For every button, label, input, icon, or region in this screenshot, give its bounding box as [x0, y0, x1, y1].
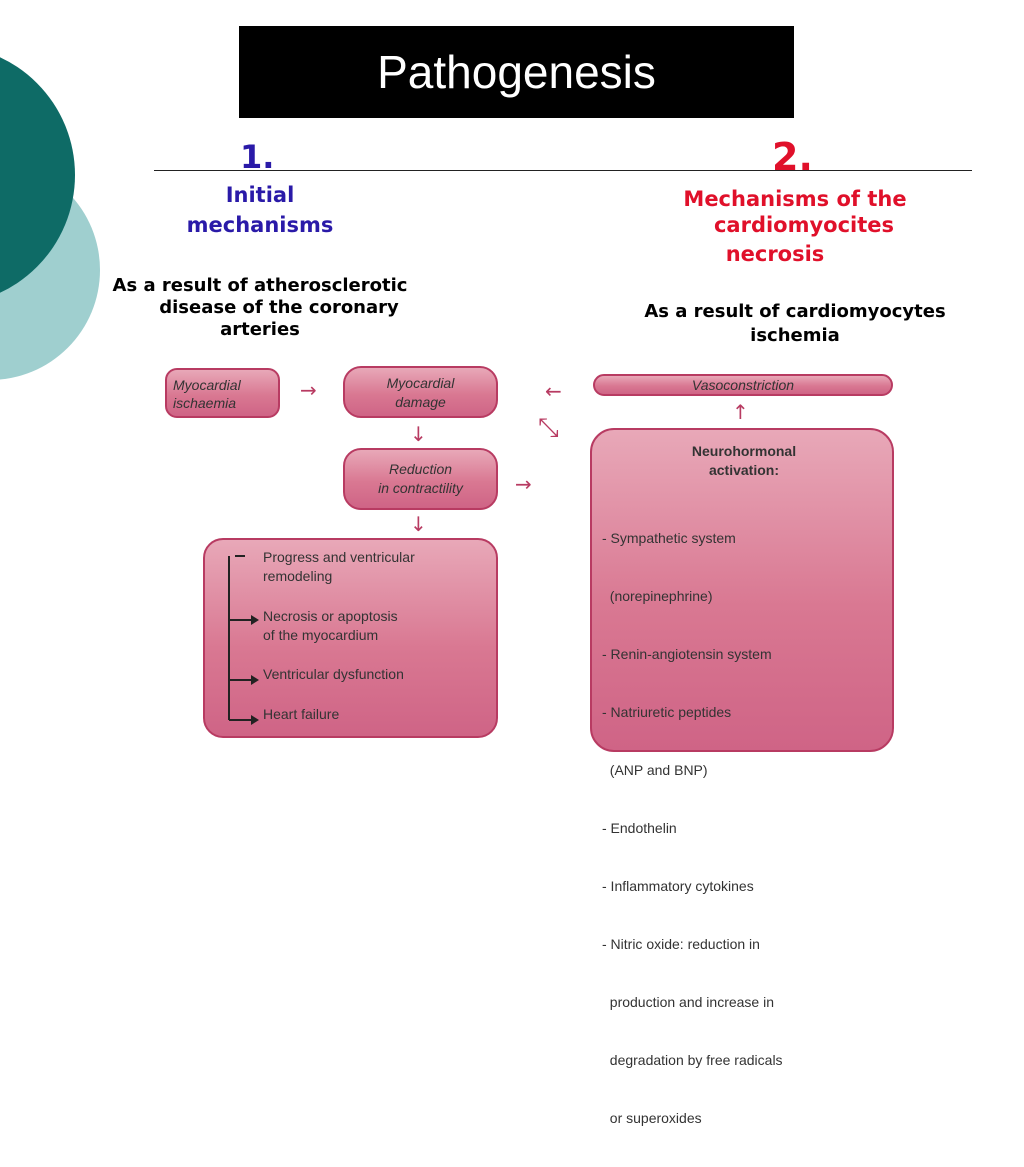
left-description: As a result of atherosclerotic disease o… — [50, 275, 470, 341]
arrow-up-icon: ↑ — [732, 400, 749, 424]
damage-line1: Myocardial — [386, 375, 455, 391]
left-desc-line2: disease of the coronary — [159, 297, 399, 318]
progress-item1-line1: Progress and ventricular — [263, 549, 415, 565]
neuro-line: - Nitric oxide: reduction in — [602, 936, 760, 952]
right-heading-line2: cardiomyocites — [713, 213, 895, 237]
dark-teal-circle — [0, 57, 75, 293]
ischaemia-line1: Myocardial — [173, 377, 241, 393]
progress-item1-line2: remodeling — [263, 568, 333, 584]
neuro-heading: Neurohormonal activation: — [592, 442, 896, 480]
left-heading-line1: Initial — [225, 183, 295, 207]
left-desc-line3: arteries — [220, 319, 300, 340]
neurohormonal-box: Neurohormonal activation: - Sympathetic … — [590, 428, 896, 1126]
progress-item-4: Heart failure — [263, 706, 340, 722]
neuro-line: - Endothelin — [602, 820, 677, 836]
right-heading-line1: Mechanisms of the — [683, 187, 907, 211]
neuro-line: - Sympathetic system — [602, 530, 736, 546]
neuro-list: - Sympathetic system (norepinephrine) - … — [602, 490, 783, 1167]
neuro-line: - Natriuretic peptides — [602, 704, 732, 720]
progress-item-1: Progress and ventricular remodeling — [263, 548, 415, 586]
progress-item2-line2: of the myocardium — [263, 627, 379, 643]
neuro-line: degradation by free radicals — [602, 1052, 783, 1068]
neuro-heading-line1: Neurohormonal — [691, 443, 797, 459]
arrow-right-icon: → — [515, 472, 532, 496]
vasoconstriction-label: Vasoconstriction — [691, 377, 795, 393]
decorative-circles — [0, 57, 100, 380]
reduction-contractility-box: Reduction in contractility — [343, 448, 498, 510]
page-title: Pathogenesis — [377, 46, 656, 98]
left-heading-line2: mechanisms — [186, 213, 334, 237]
ischaemia-line2: ischaemia — [173, 395, 237, 411]
myocardial-ischaemia-box: Myocardial ischaemia — [165, 368, 280, 418]
arrow-left-icon: ← — [545, 379, 562, 403]
neuro-line: (ANP and BNP) — [602, 762, 708, 778]
left-desc-line1: As a result of atherosclerotic — [112, 275, 408, 296]
right-heading-line3: necrosis — [725, 242, 825, 266]
right-description: As a result of cardiomyocytes ischemia — [585, 299, 1005, 347]
left-heading: Initial mechanisms — [140, 180, 380, 240]
neuro-line: or superoxides — [602, 1110, 702, 1126]
progress-item-3: Ventricular dysfunction — [263, 666, 404, 682]
arrow-down-icon: ↓ — [410, 422, 427, 446]
progress-box: Progress and ventricular remodeling Necr… — [203, 538, 498, 738]
neuro-line: production and increase in — [602, 994, 774, 1010]
myocardial-damage-box: Myocardial damage — [343, 366, 498, 418]
progress-item-2: Necrosis or apoptosis of the myocardium — [263, 607, 398, 645]
double-diagonal-arrow-icon: ⤡ — [538, 413, 559, 443]
right-heading: Mechanisms of the cardiomyocites necrosi… — [630, 186, 960, 271]
right-desc-line2: ischemia — [750, 325, 840, 346]
divider-line — [154, 170, 972, 171]
arrow-right-icon: → — [300, 378, 317, 402]
neuro-line: - Renin-angiotensin system — [602, 646, 772, 662]
reduction-line2: in contractility — [378, 480, 463, 496]
right-desc-line1: As a result of cardiomyocytes — [644, 301, 946, 322]
progress-item2-line1: Necrosis or apoptosis — [263, 608, 398, 624]
reduction-line1: Reduction — [388, 461, 453, 477]
progress-connector — [228, 555, 259, 725]
arrow-down-icon: ↓ — [410, 512, 427, 536]
right-number: 2. — [772, 135, 813, 179]
left-number: 1. — [240, 138, 275, 176]
vasoconstriction-box: Vasoconstriction — [593, 374, 893, 396]
damage-line2: damage — [395, 394, 446, 410]
neuro-heading-line2: activation: — [708, 462, 779, 478]
neuro-line: - Inflammatory cytokines — [602, 878, 754, 894]
title-banner: Pathogenesis — [239, 26, 794, 118]
neuro-line: (norepinephrine) — [602, 588, 713, 604]
